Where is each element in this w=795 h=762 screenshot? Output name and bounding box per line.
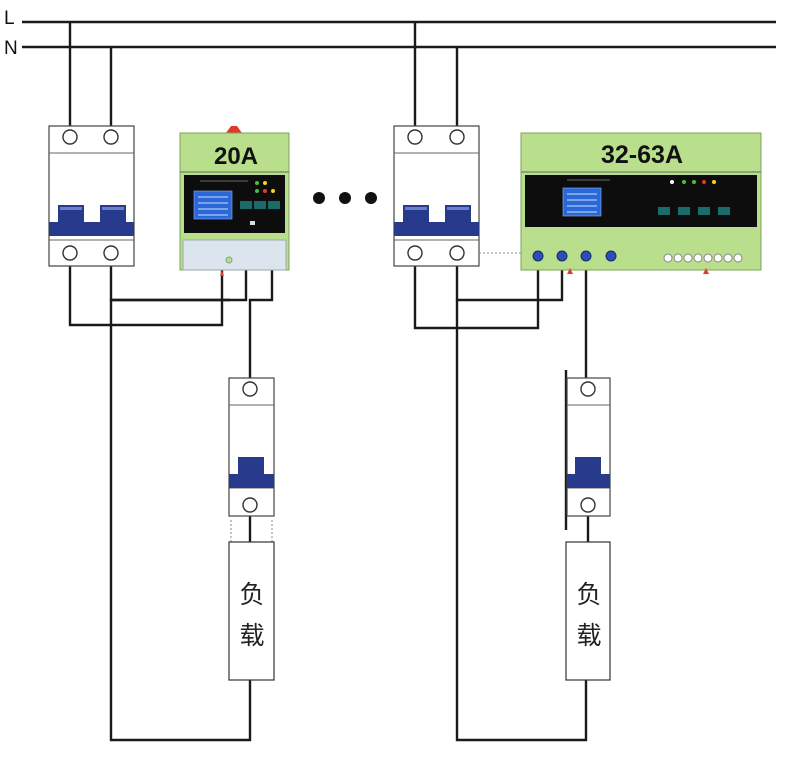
terminal-screw [62, 129, 78, 145]
terminal-screw [103, 245, 119, 261]
indicator-led [263, 189, 267, 193]
control-panel [525, 175, 757, 227]
lcd-screen [562, 187, 602, 217]
terminal-screw [407, 129, 423, 145]
indicator-led [682, 180, 686, 184]
terminal-screw [62, 245, 78, 261]
protector-rating: 32-63A [601, 141, 683, 169]
live-line-label: L [4, 8, 15, 29]
terminal-screw [556, 250, 568, 262]
right-main-breaker [393, 125, 522, 267]
breaker-handle-bar [394, 222, 479, 236]
terminal-screw [449, 129, 465, 145]
indicator-led [692, 180, 696, 184]
right-load: 负 载 [565, 541, 611, 681]
mcb-handle [238, 457, 264, 475]
wire-right-N-return [455, 300, 588, 742]
supply-lines: L N [4, 8, 776, 59]
terminal-screw [407, 245, 423, 261]
terminal-screw [103, 129, 119, 145]
load-label: 负 [576, 580, 601, 609]
panel-button [678, 207, 690, 215]
panel-button [658, 207, 670, 215]
left-main-breaker [48, 125, 135, 267]
protector-module-20a: 20A [179, 126, 290, 276]
terminal-screw [580, 250, 592, 262]
left-load: 负 载 [228, 541, 275, 681]
load-label: 载 [576, 621, 601, 650]
wire-left-protector-out [248, 270, 274, 390]
indicator-led [712, 180, 716, 184]
wire-right-N-out [455, 255, 564, 302]
terminal-screw [449, 245, 465, 261]
ellipsis-dots-icon [313, 192, 377, 204]
terminal-screw [580, 497, 596, 513]
protector-module-32-63a: 32-63A [520, 132, 762, 274]
wire-left-N-return [109, 298, 252, 742]
left-branch-mcb [228, 377, 275, 542]
panel-button [240, 201, 252, 209]
wire-left-L-out [68, 255, 224, 327]
panel-button [718, 207, 730, 215]
mcb-handle-bar [567, 474, 610, 488]
indicator-led [271, 189, 275, 193]
panel-button [254, 201, 266, 209]
load-label: 载 [239, 621, 264, 650]
wire-right-L-out [413, 255, 540, 330]
wiring [68, 22, 590, 742]
terminal-screw [242, 381, 258, 397]
right-branch-mcb [566, 377, 611, 517]
indicator-led [255, 181, 259, 185]
protector-rating: 20A [214, 143, 258, 170]
indicator-led [702, 180, 706, 184]
mcb-handle [575, 457, 601, 475]
terminal-screw [580, 381, 596, 397]
lcd-screen [193, 190, 233, 220]
indicator-led [255, 189, 259, 193]
neutral-line-label: N [4, 38, 18, 59]
mcb-handle-bar [229, 474, 274, 488]
indicator-led [263, 181, 267, 185]
panel-button [268, 201, 280, 209]
terminal-cover [182, 239, 287, 271]
terminal-screw [242, 497, 258, 513]
terminal-screw [605, 250, 617, 262]
load-label: 负 [239, 580, 264, 609]
signal-terminals [663, 253, 743, 263]
terminal-screw [532, 250, 544, 262]
breaker-handle-bar [49, 222, 134, 236]
panel-button [698, 207, 710, 215]
